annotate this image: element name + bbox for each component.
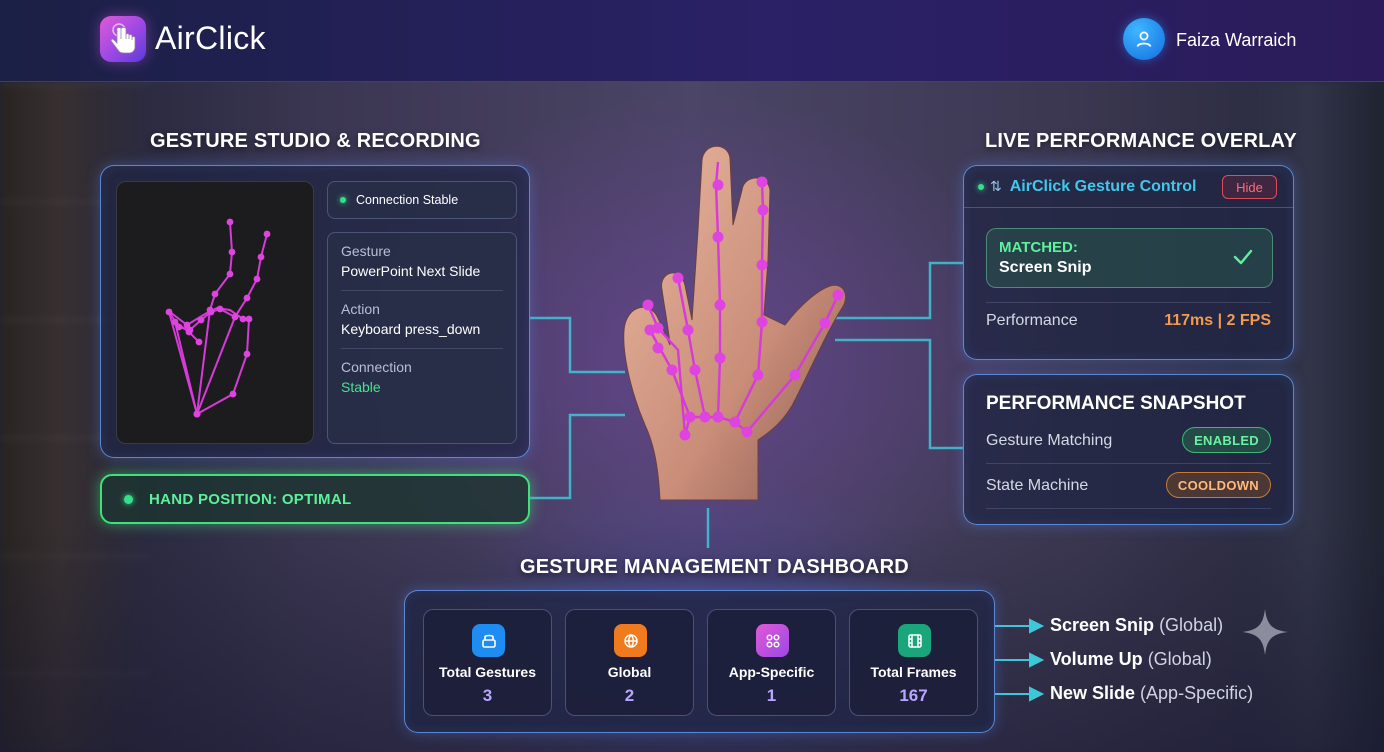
camera-preview (116, 181, 314, 444)
hand-illustration (623, 145, 846, 501)
dashboard-panel: Total Gestures 3 Global 2 App-Specific 1… (404, 590, 995, 733)
overlay-title: AirClick Gesture Control (1009, 177, 1197, 195)
gesture-info-box: Gesture PowerPoint Next Slide Action Key… (327, 232, 517, 444)
gesture-list-item-screen-snip[interactable]: Screen Snip (Global) (1050, 615, 1223, 636)
snapshot-row-state-machine: State Machine COOLDOWN (986, 464, 1271, 509)
info-value: Stable (341, 379, 381, 395)
snapshot-title: PERFORMANCE SNAPSHOT (986, 393, 1246, 414)
info-row-gesture: Gesture PowerPoint Next Slide (341, 233, 503, 291)
hand-position-text: HAND POSITION: OPTIMAL (149, 490, 352, 508)
hand-landmark-skeleton (165, 218, 271, 418)
info-row-connection: Connection Stable (341, 349, 503, 407)
gesture-name: Volume Up (1050, 649, 1143, 669)
stat-card-value: 1 (766, 686, 777, 705)
stat-card-app-specific[interactable]: App-Specific 1 (707, 609, 836, 716)
performance-snapshot-panel: PERFORMANCE SNAPSHOT Gesture Matching EN… (963, 374, 1294, 525)
divider (986, 302, 1271, 303)
info-label: Action (341, 301, 380, 317)
user-avatar-icon[interactable] (1123, 18, 1165, 60)
gesture-list-item-volume-up[interactable]: Volume Up (Global) (1050, 649, 1212, 670)
stat-card-label: Total Gestures (439, 664, 536, 680)
stat-card-global[interactable]: Global 2 (565, 609, 694, 716)
stat-card-value: 3 (482, 686, 493, 705)
info-label: Gesture (341, 243, 391, 259)
info-value: Keyboard press_down (341, 321, 481, 337)
stat-card-label: App-Specific (728, 664, 815, 680)
grid-apps-icon (756, 624, 789, 657)
gesture-scope: (Global) (1159, 615, 1224, 635)
overlay-header[interactable]: ⇅ AirClick Gesture Control Hide (964, 166, 1293, 208)
gesture-scope: (Global) (1147, 649, 1212, 669)
hide-button[interactable]: Hide (1222, 175, 1277, 199)
snapshot-row-label: State Machine (986, 477, 1089, 494)
airclick-logo-icon[interactable] (100, 16, 146, 62)
stat-card-value: 2 (624, 686, 635, 705)
stat-card-label: Total Frames (870, 664, 957, 680)
snapshot-row-label: Gesture Matching (986, 432, 1113, 449)
info-value: PowerPoint Next Slide (341, 263, 481, 279)
check-icon (1233, 249, 1253, 265)
user-name[interactable]: Faiza Warraich (1176, 30, 1297, 50)
stat-card-total-frames[interactable]: Total Frames 167 (849, 609, 978, 716)
status-badge-enabled: ENABLED (1182, 427, 1271, 453)
drag-arrows-icon[interactable]: ⇅ (990, 178, 1002, 194)
gesture-list-item-new-slide[interactable]: New Slide (App-Specific) (1050, 683, 1253, 704)
gesture-studio-panel: Connection Stable Gesture PowerPoint Nex… (100, 165, 530, 458)
matched-gesture-name: Screen Snip (999, 259, 1092, 276)
connection-status-text: Connection Stable (356, 193, 459, 207)
stat-card-total-gestures[interactable]: Total Gestures 3 (423, 609, 552, 716)
top-bar: AirClick Faiza Warraich (0, 0, 1384, 82)
live-dot-icon (978, 183, 984, 190)
live-overlay-panel: ⇅ AirClick Gesture Control Hide MATCHED:… (963, 165, 1294, 360)
matched-label: MATCHED: (999, 239, 1078, 256)
gesture-name: Screen Snip (1050, 615, 1155, 635)
info-label: Connection (341, 359, 412, 375)
matched-gesture-box: MATCHED: Screen Snip (986, 228, 1273, 288)
gesture-scope: (App-Specific) (1140, 683, 1254, 703)
status-badge-cooldown: COOLDOWN (1165, 472, 1271, 498)
stack-icon (472, 624, 505, 657)
dashboard-title: GESTURE MANAGEMENT DASHBOARD (520, 556, 909, 578)
app-name: AirClick (155, 20, 266, 56)
status-dot-icon (340, 197, 346, 203)
connection-status-chip: Connection Stable (327, 181, 517, 219)
live-overlay-title: LIVE PERFORMANCE OVERLAY (985, 130, 1297, 152)
hand-position-status: HAND POSITION: OPTIMAL (100, 474, 530, 524)
globe-icon (614, 624, 647, 657)
performance-label: Performance (986, 312, 1078, 329)
film-frames-icon (898, 624, 931, 657)
gesture-studio-title: GESTURE STUDIO & RECORDING (150, 130, 481, 152)
performance-value: 117ms | 2 FPS (1164, 312, 1271, 329)
status-dot-icon (124, 494, 133, 504)
gesture-name: New Slide (1050, 683, 1136, 703)
snapshot-row-gesture-matching: Gesture Matching ENABLED (986, 419, 1271, 464)
stat-card-label: Global (607, 664, 652, 680)
stat-card-value: 167 (899, 686, 928, 705)
sparkle-icon (1242, 609, 1288, 655)
info-row-action: Action Keyboard press_down (341, 291, 503, 349)
